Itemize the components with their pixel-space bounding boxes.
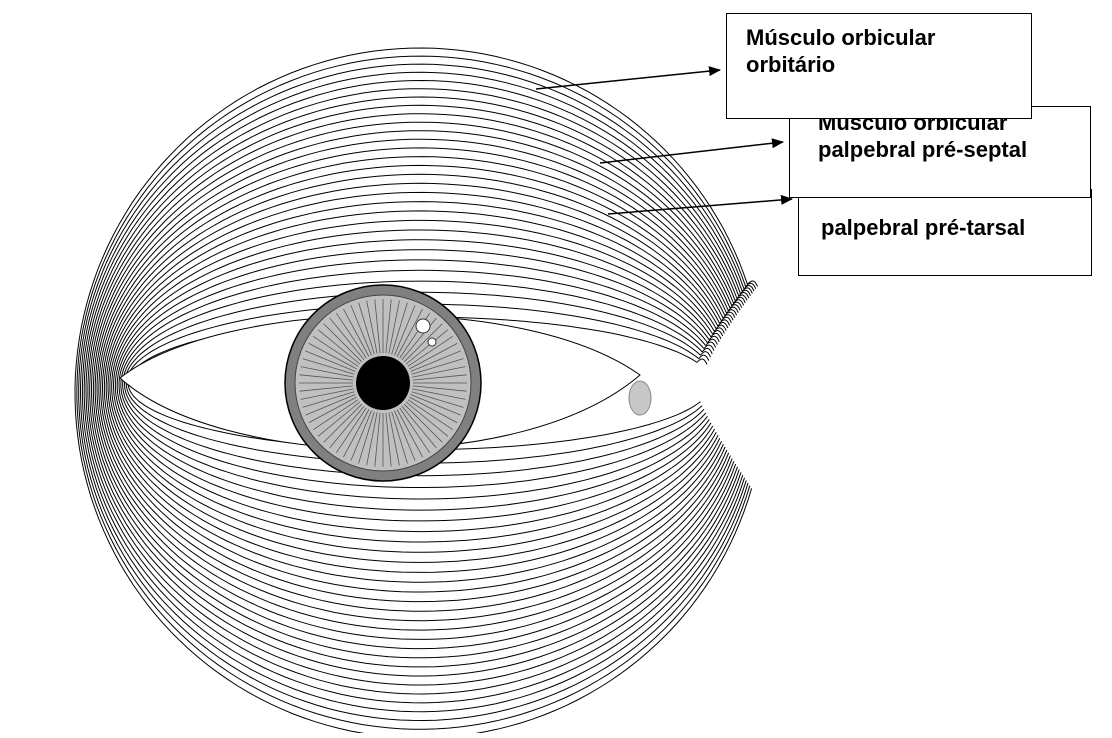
label-preseptal-line2: palpebral pré-septal [818,136,1027,163]
muscle-fiber-end [701,352,711,358]
label-preseptal: Músculo orbicular palpebral pré-septal [789,106,1091,198]
muscle-fiber-end [709,336,719,342]
label-orbital: Músculo orbicular orbitário [726,13,1032,119]
reflection-small [428,338,436,346]
label-pretarsal-text: palpebral pré-tarsal [821,214,1025,241]
muscle-fiber-end [702,348,712,354]
iris [285,285,481,481]
muscle-fiber-end [708,339,718,345]
reflection-large [416,319,430,333]
caruncle [629,381,651,415]
label-orbital-line1: Músculo orbicular [746,24,935,51]
label-orbital-line2: orbitário [746,51,935,78]
pupil [356,356,410,410]
arrow-preseptal [600,142,783,163]
muscle-fiber-end [704,345,714,351]
muscle-fiber-end [697,359,707,365]
label-pretarsal: palpebral pré-tarsal [798,189,1092,276]
